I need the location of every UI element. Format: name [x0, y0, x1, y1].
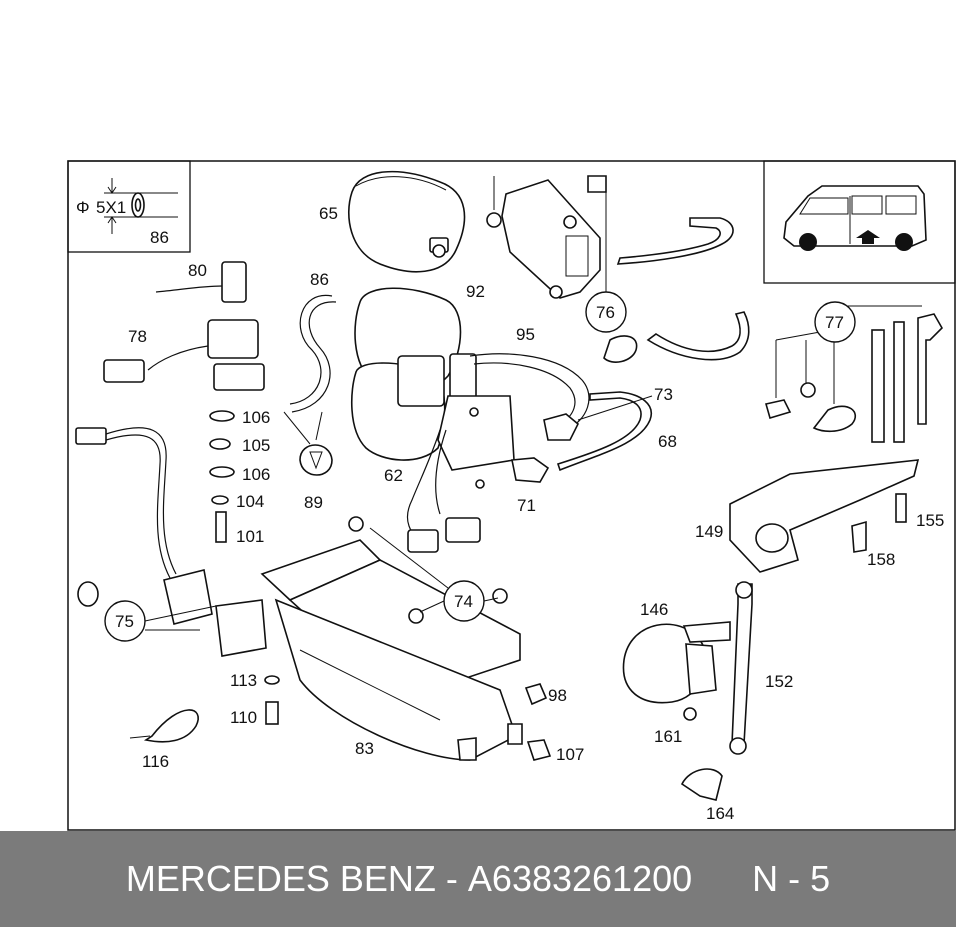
label-62: 62: [384, 466, 403, 485]
label-158: 158: [867, 550, 895, 569]
label-161: 161: [654, 727, 682, 746]
part-77-hoses: [764, 305, 943, 443]
label-146: 146: [640, 600, 668, 619]
label-74: 74: [454, 592, 473, 611]
footer-brand: MERCEDES BENZ: [125, 858, 436, 899]
label-107: 107: [556, 745, 584, 764]
part-65-reservoir: [348, 170, 466, 273]
part-fasteners: [264, 675, 552, 761]
label-116: 116: [142, 752, 169, 771]
diameter-symbol: Φ: [76, 198, 90, 217]
part-hardware-stack: [209, 410, 235, 543]
label-101: 101: [236, 527, 264, 546]
label-89: 89: [304, 493, 323, 512]
part-146-152-sensor: [622, 581, 753, 801]
label-71: 71: [517, 496, 536, 515]
part-80-78-valves: [103, 261, 265, 391]
part-76-bracket: [486, 175, 750, 363]
part-116-cable-tie: [129, 709, 199, 743]
label-149: 149: [695, 522, 723, 541]
label-78: 78: [128, 327, 147, 346]
label-104: 104: [236, 492, 264, 511]
parts-diagram: Φ 5X1 86: [67, 160, 956, 831]
label-73: 73: [654, 385, 673, 404]
label-86: 86: [310, 270, 329, 289]
tube-dimension-inset: Φ 5X1 86: [67, 160, 191, 253]
part-149-bracket: [729, 459, 920, 573]
label-92: 92: [466, 282, 485, 301]
label-110: 110: [230, 708, 257, 727]
part-86-89: [283, 294, 337, 476]
part-wiring-harness: [75, 427, 267, 657]
label-68: 68: [658, 432, 677, 451]
callout-76-circle: [585, 291, 627, 333]
diagram-frame: [67, 160, 956, 831]
part-74-83-frame: [260, 516, 523, 761]
part-62-compressor: [350, 287, 590, 553]
label-77: 77: [825, 313, 844, 332]
label-80: 80: [188, 261, 207, 280]
footer-separator: -: [445, 858, 458, 899]
tube-label-86: 86: [150, 228, 169, 247]
part-68-air-line: [511, 391, 653, 483]
callout-77-circle: [814, 301, 856, 343]
footer-page: N - 5: [752, 858, 831, 899]
label-95: 95: [516, 325, 535, 344]
label-164: 164: [706, 804, 734, 823]
footer-bar: MERCEDES BENZ - A6383261200 N - 5: [0, 831, 956, 927]
label-76: 76: [596, 303, 615, 322]
label-152: 152: [765, 672, 793, 691]
label-105: 105: [242, 436, 270, 455]
label-155: 155: [916, 511, 944, 530]
tube-size-label: 5X1: [96, 198, 126, 217]
label-113: 113: [230, 671, 257, 690]
vehicle-location-inset: [763, 160, 956, 284]
label-83: 83: [355, 739, 374, 758]
footer-caption: MERCEDES BENZ - A6383261200 N - 5: [0, 831, 956, 927]
footer-part-number: A6383261200: [467, 858, 693, 899]
label-106-a: 106: [242, 408, 270, 427]
label-98: 98: [548, 686, 567, 705]
label-106-b: 106: [242, 465, 270, 484]
label-75: 75: [115, 612, 134, 631]
label-65: 65: [319, 204, 338, 223]
